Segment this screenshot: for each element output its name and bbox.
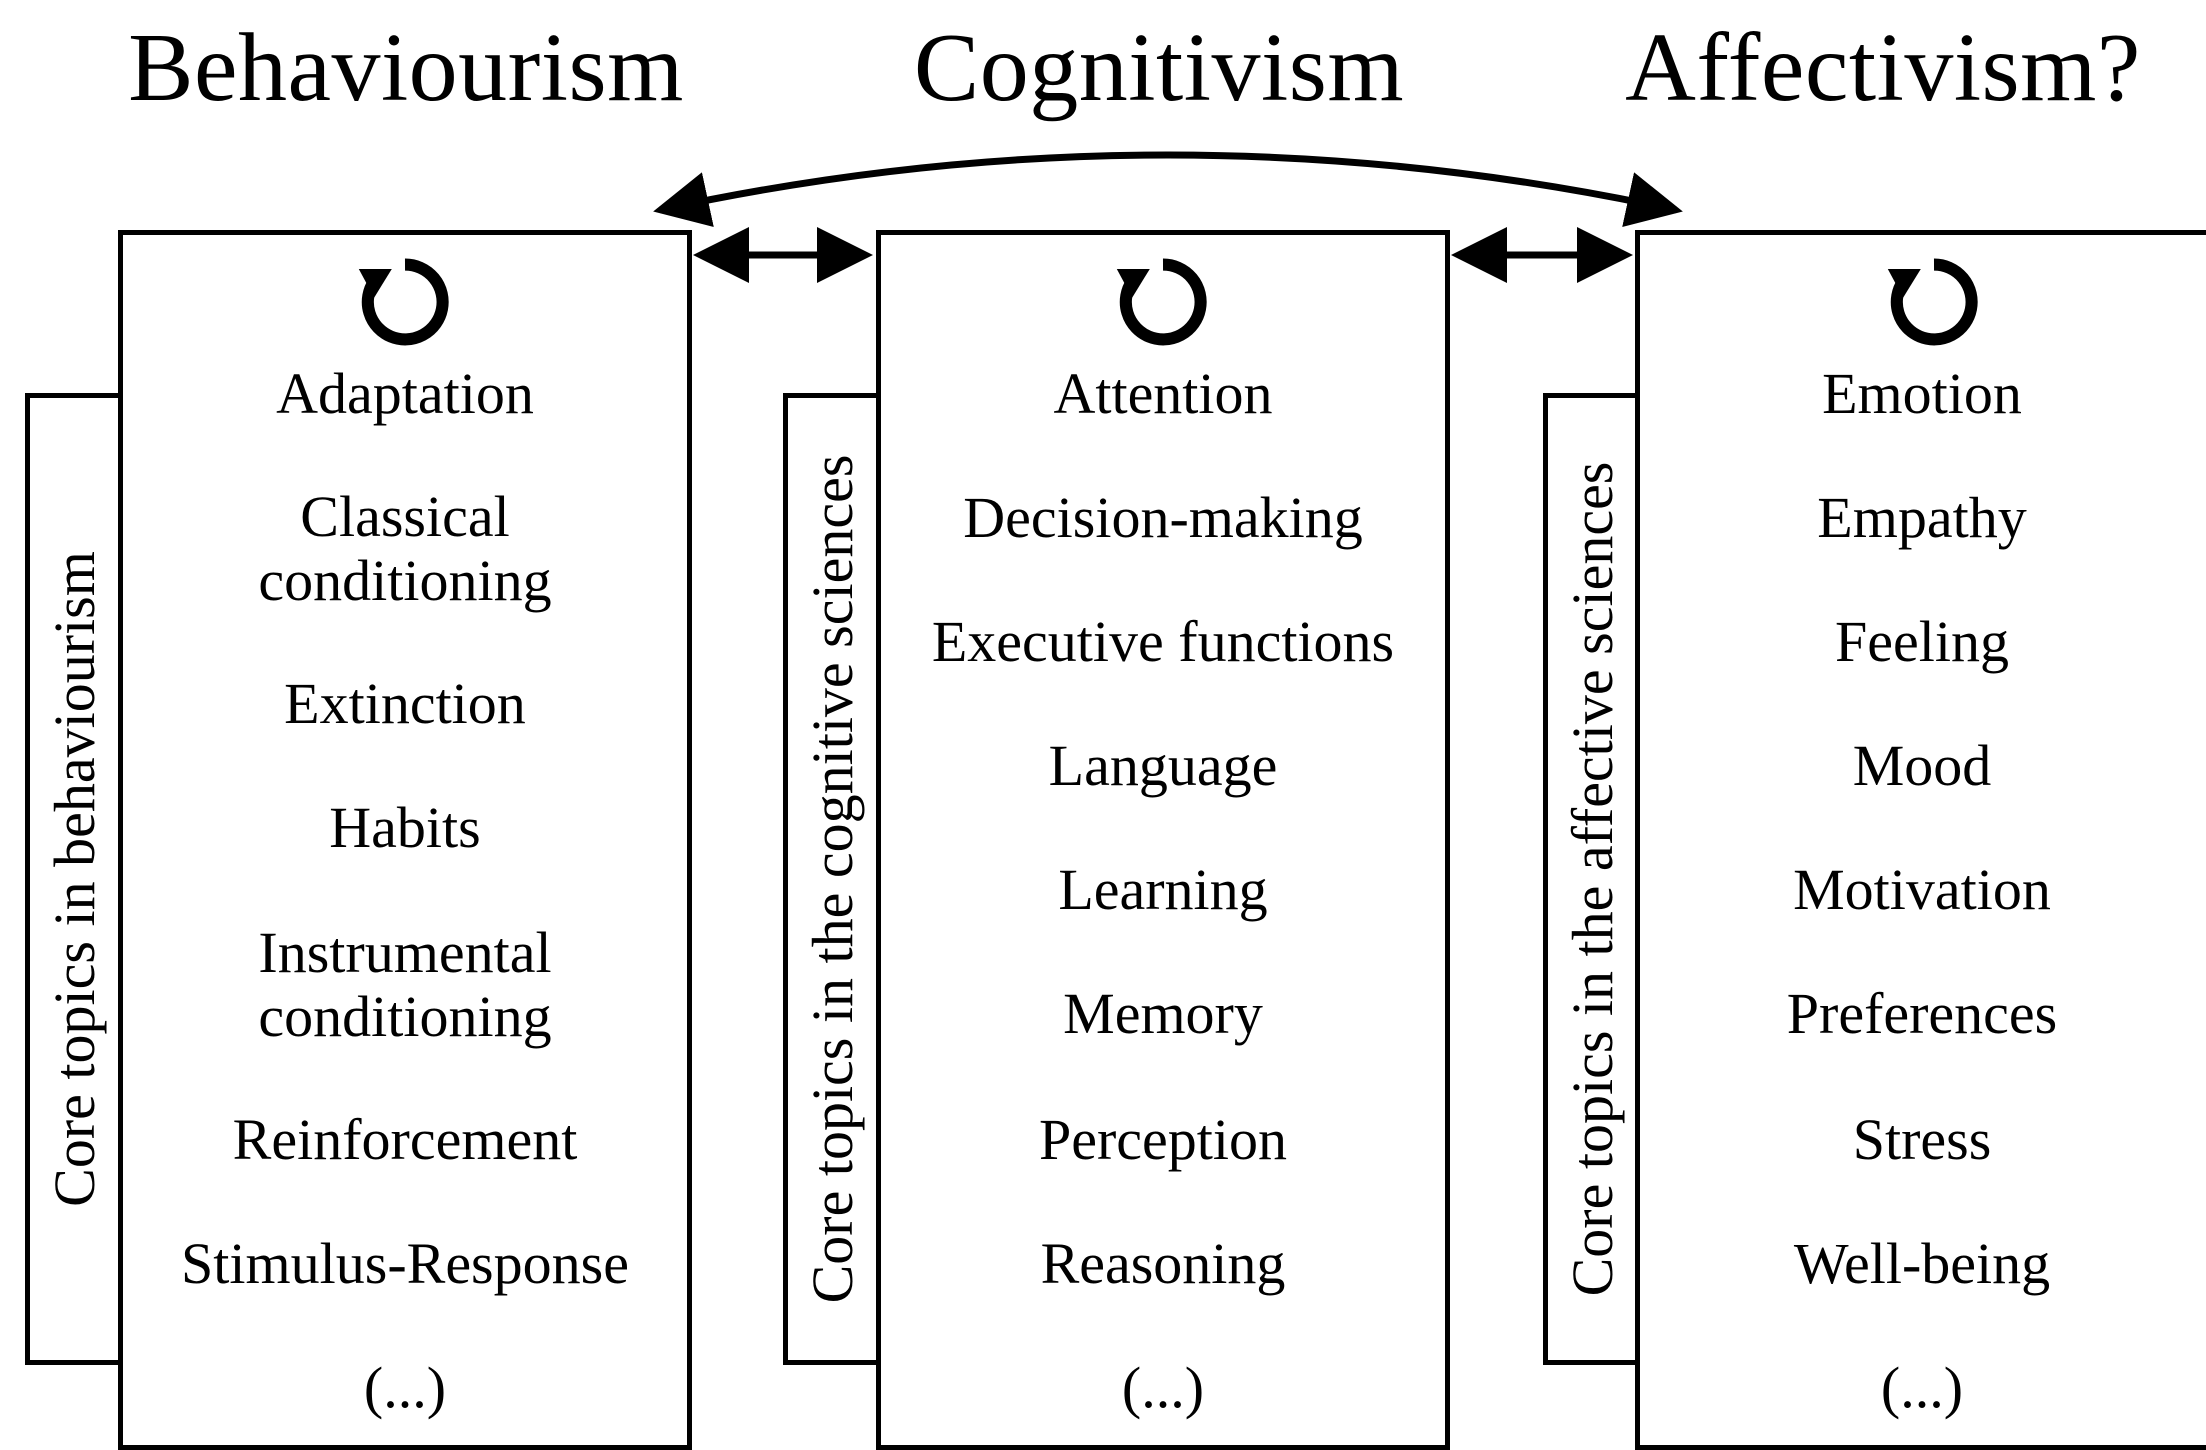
topic-item: Feeling — [1835, 609, 2009, 674]
topic-item: Adaptation — [276, 361, 534, 426]
double-arrow-icon — [653, 151, 1683, 228]
topic-item: Reasoning — [1040, 1231, 1286, 1296]
topic-item: Stress — [1852, 1107, 1992, 1172]
topic-item: Mood — [1852, 733, 1992, 798]
heading-cognitivism: Cognitivism — [913, 14, 1405, 122]
column-affectivism: Emotion Empathy Feeling Mood Motivation … — [1635, 230, 2206, 1450]
topic-item: Classical conditioning — [258, 484, 552, 613]
heading-behaviourism: Behaviourism — [128, 14, 684, 122]
topic-item: Decision-making — [963, 485, 1363, 550]
topic-item: Motivation — [1793, 857, 2051, 922]
topic-item: Extinction — [284, 671, 526, 736]
topic-item: (...) — [1880, 1355, 1964, 1420]
topic-item: Learning — [1058, 857, 1268, 922]
topic-item: Perception — [1038, 1107, 1288, 1172]
topic-item: Language — [1048, 733, 1278, 798]
side-label-behaviourism: Core topics in behaviourism — [42, 551, 107, 1207]
topic-item: Memory — [1063, 981, 1263, 1046]
topic-item: Instrumental conditioning — [258, 920, 552, 1049]
topic-item: (...) — [1121, 1355, 1205, 1420]
topic-item: Habits — [329, 795, 481, 860]
column-behaviourism: Adaptation Classical conditioning Extinc… — [118, 230, 692, 1450]
topic-item: Empathy — [1817, 485, 2027, 550]
topic-item: Well-being — [1793, 1231, 2051, 1296]
topic-item: (...) — [363, 1355, 447, 1420]
cycle-arrow-icon — [1879, 247, 1989, 357]
side-label-affective: Core topics in the affective sciences — [1559, 461, 1625, 1297]
cycle-arrow-icon — [350, 247, 460, 357]
topic-item: Attention — [1053, 361, 1273, 426]
topic-item: Preferences — [1786, 981, 2058, 1046]
side-tab-cognitive: Core topics in the cognitive sciences — [783, 393, 878, 1365]
cycle-arrow-icon — [1108, 247, 1218, 357]
topic-item: Emotion — [1822, 361, 2022, 426]
heading-affectivism: Affectivism? — [1625, 14, 2141, 122]
column-cognitivism: Attention Decision-making Executive func… — [876, 230, 1450, 1450]
topic-item: Executive functions — [931, 609, 1395, 674]
side-tab-behaviourism: Core topics in behaviourism — [25, 393, 120, 1365]
topic-item: Stimulus-Response — [181, 1231, 629, 1296]
topic-item: Reinforcement — [232, 1107, 578, 1172]
side-label-cognitive: Core topics in the cognitive sciences — [800, 454, 865, 1304]
side-tab-affective: Core topics in the affective sciences — [1543, 393, 1637, 1365]
